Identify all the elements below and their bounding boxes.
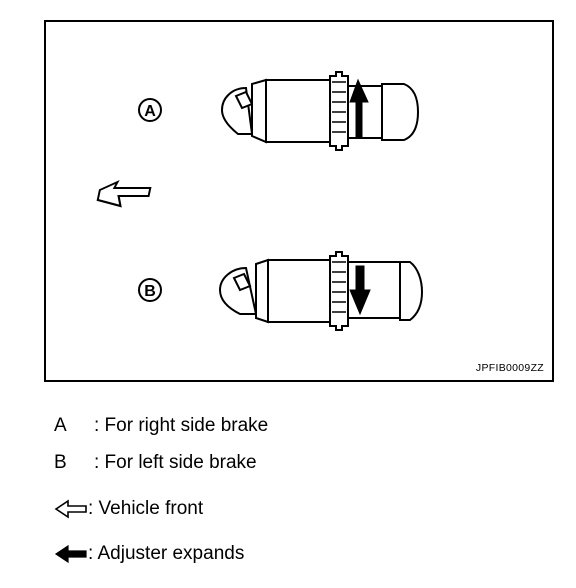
legend-row-b: B : For left side brake — [54, 452, 257, 474]
adjuster-diagram: A B — [96, 71, 424, 331]
legend-text-b: : For left side brake — [94, 452, 257, 473]
legend-row-adjuster-expands: : Adjuster expands — [54, 543, 244, 565]
legend-text-vehicle-front: : Vehicle front — [88, 498, 204, 519]
label-a-text: A — [144, 103, 156, 120]
legend-row-a: A : For right side brake — [54, 415, 268, 437]
legend-text-adjuster-expands: : Adjuster expands — [88, 543, 245, 564]
diagram-frame: A B — [44, 20, 554, 382]
legend-key-a: A — [54, 415, 67, 436]
label-a-marker: A — [138, 98, 162, 122]
legend-key-b: B — [54, 452, 67, 473]
hollow-left-arrow-icon — [54, 499, 88, 519]
solid-left-arrow-icon — [54, 544, 88, 564]
adjuster-b — [218, 251, 424, 331]
legend-text-a: : For right side brake — [94, 415, 269, 436]
adjuster-a — [220, 71, 420, 151]
vehicle-front-arrow — [96, 180, 152, 208]
label-b-marker: B — [138, 278, 162, 302]
figure-id: JPFIB0009ZZ — [475, 362, 544, 374]
legend-row-vehicle-front: : Vehicle front — [54, 498, 203, 520]
label-b-text: B — [144, 283, 156, 300]
